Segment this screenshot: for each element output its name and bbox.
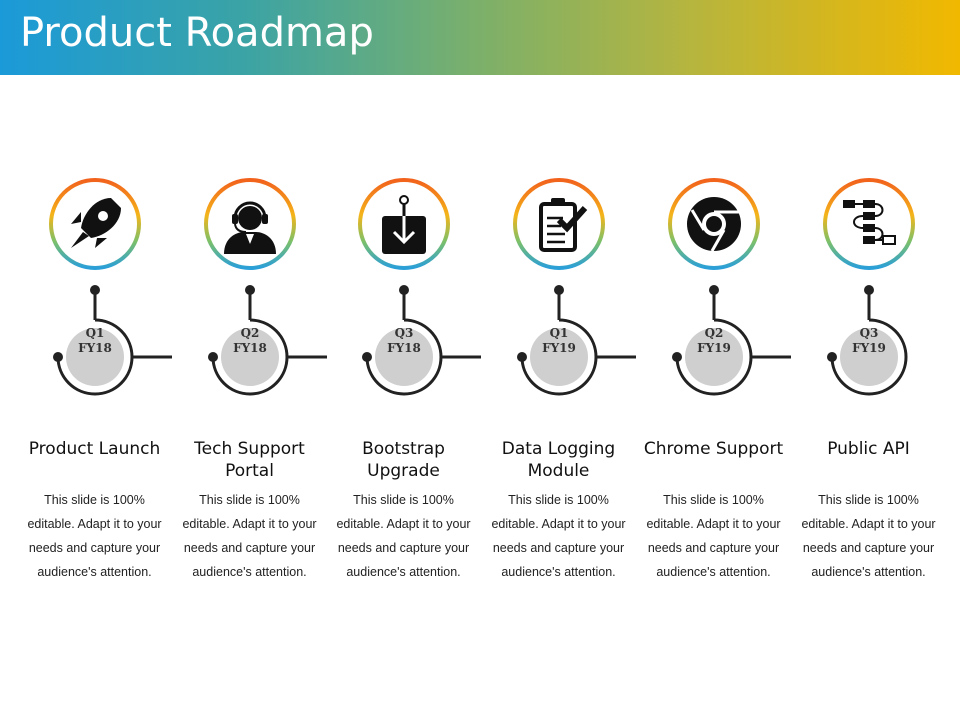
connector-dot (672, 352, 682, 362)
connector-dot (245, 285, 255, 295)
item-title: Chrome Support (643, 439, 784, 459)
connector-arc (520, 318, 598, 396)
item-title: Product Launch (28, 439, 161, 459)
connector-dot (864, 285, 874, 295)
item-title: Public API (827, 439, 910, 459)
roadmap-graphic (668, 178, 791, 396)
quarter-badge (66, 328, 124, 386)
item-description: This slide is 100% editable. Adapt it to… (27, 493, 162, 579)
chrome-icon (687, 197, 741, 252)
item-description: This slide is 100% editable. Adapt it to… (336, 493, 471, 579)
roadmap-graphic (49, 178, 172, 396)
item-title: Data Logging Module (501, 439, 616, 481)
connector-dot (208, 352, 218, 362)
header-banner: Product Roadmap (0, 0, 960, 75)
quarter-badge (685, 328, 743, 386)
connector-dot (517, 352, 527, 362)
connector-arc (211, 318, 289, 396)
item-title: Tech Support Portal (194, 439, 305, 481)
download-box-icon (382, 195, 426, 254)
roadmap-graphic (358, 178, 481, 396)
clipboard-check-icon (539, 198, 588, 252)
connector-dot (827, 352, 837, 362)
connector-arc (830, 318, 908, 396)
item-title: Bootstrap Upgrade (362, 439, 445, 481)
flowchart-icon (843, 200, 896, 245)
item-description: This slide is 100% editable. Adapt it to… (801, 493, 936, 579)
roadmap-graphic (513, 178, 636, 396)
roadmap-graphic (204, 178, 327, 396)
connector-dot (554, 285, 564, 295)
connector-dot (709, 285, 719, 295)
item-description: This slide is 100% editable. Adapt it to… (646, 493, 781, 579)
quarter-badge (375, 328, 433, 386)
item-description: This slide is 100% editable. Adapt it to… (182, 493, 317, 579)
quarter-badge (530, 328, 588, 386)
headset-support-icon (224, 201, 276, 254)
connector-arc (675, 318, 753, 396)
connector-dot (362, 352, 372, 362)
rocket-icon (71, 198, 121, 248)
connector-arc (56, 318, 134, 396)
item-description: This slide is 100% editable. Adapt it to… (491, 493, 626, 579)
quarter-badge (221, 328, 279, 386)
connector-dot (90, 285, 100, 295)
connector-arc (365, 318, 443, 396)
page-title: Product Roadmap (20, 10, 374, 56)
roadmap-graphic (823, 178, 915, 396)
connector-dot (53, 352, 63, 362)
connector-dot (399, 285, 409, 295)
quarter-badge (840, 328, 898, 386)
